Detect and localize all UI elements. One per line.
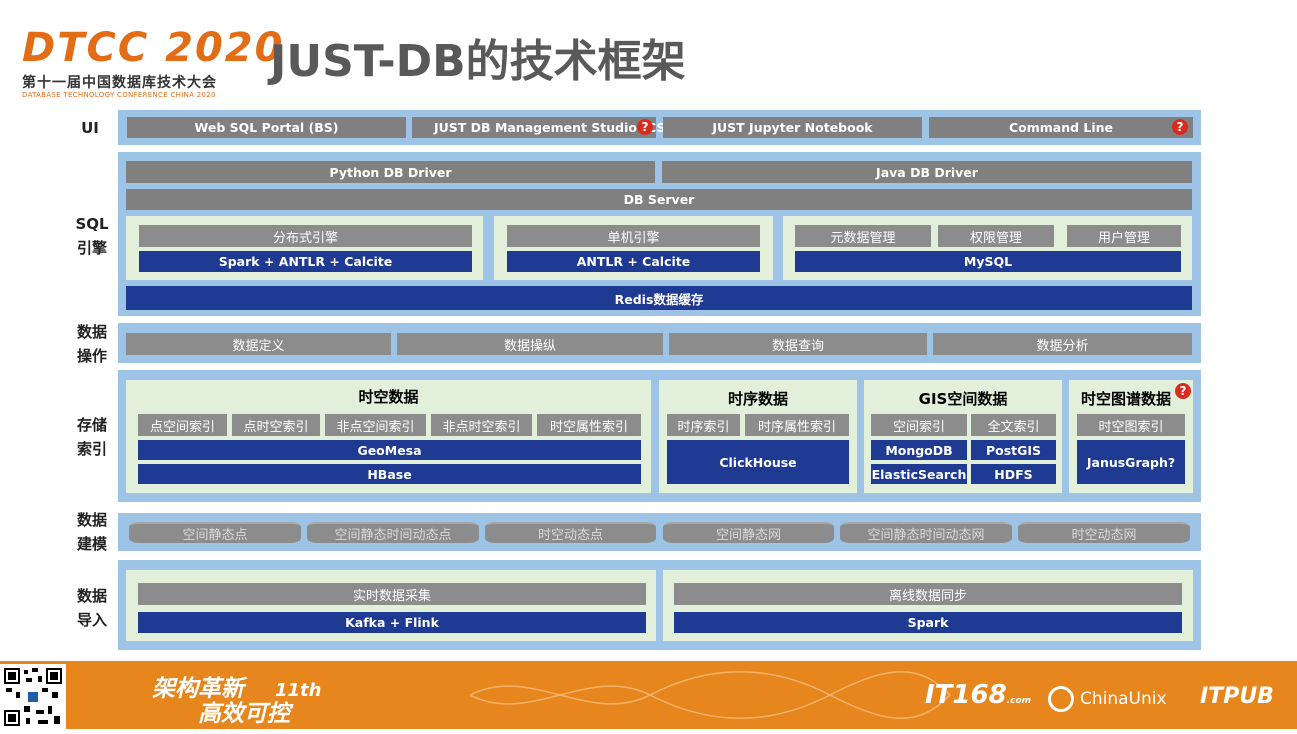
model-spatial-static-network: 空间静态网 (663, 522, 834, 543)
row-label-ui: UI (81, 119, 99, 137)
row-label-storage: 存储 索引 (76, 416, 107, 458)
slogan-line1: 架构革新 (152, 676, 244, 702)
permission-management: 权限管理 (938, 225, 1054, 247)
distributed-engine: 分布式引擎 (139, 225, 472, 247)
data-definition: 数据定义 (126, 333, 391, 355)
realtime-data-collection: 实时数据采集 (138, 583, 646, 605)
offline-data-sync: 离线数据同步 (674, 583, 1182, 605)
elasticsearch: ElasticSearch (871, 464, 967, 484)
user-management: 用户管理 (1067, 225, 1181, 247)
java-db-driver: Java DB Driver (662, 161, 1192, 183)
standalone-engine-tech: ANTLR + Calcite (507, 251, 760, 272)
nonpoint-spatiotemporal-index: 非点时空索引 (431, 414, 532, 436)
qr-code-icon (0, 664, 66, 729)
row-label-modeling: 数据 建模 (76, 511, 107, 553)
clickhouse: ClickHouse (667, 440, 849, 484)
slogan-edition: 11th (275, 680, 322, 701)
python-db-driver: Python DB Driver (126, 161, 655, 183)
timeseries-data-title: 时序数据 (727, 390, 788, 408)
mongodb: MongoDB (871, 440, 967, 460)
graph-data-title: 时空图谱数据 (1080, 390, 1171, 408)
ui-jupyter-notebook: JUST Jupyter Notebook (663, 117, 922, 138)
spark-import: Spark (674, 612, 1182, 633)
janusgraph: JanusGraph? (1077, 440, 1185, 484)
timeseries-attribute-index: 时序属性索引 (745, 414, 849, 436)
fulltext-index: 全文索引 (971, 414, 1056, 436)
postgis: PostGIS (971, 440, 1056, 460)
ui-management-studio: JUST DB Management Studio (CS) (412, 117, 671, 138)
model-spatiotemporal-dynamic-network: 时空动态网 (1018, 522, 1190, 543)
spatiotemporal-attribute-index: 时空属性索引 (537, 414, 641, 436)
model-spatial-static-temporal-dynamic-network: 空间静态时间动态网 (840, 522, 1012, 543)
question-icon: ? (1172, 119, 1188, 135)
row-label-sql: SQL 引擎 (75, 215, 109, 257)
redis-cache: Redis数据缓存 (126, 286, 1192, 310)
metadata-management: 元数据管理 (795, 225, 931, 247)
distributed-engine-tech: Spark + ANTLR + Calcite (139, 251, 472, 272)
itpub-logo: ITPUB (1200, 684, 1274, 709)
it168-logo: IT168.com (925, 680, 1032, 710)
hdfs: HDFS (971, 464, 1056, 484)
data-query: 数据查询 (669, 333, 927, 355)
logo-subtitle: 第十一届中国数据库技术大会 (22, 75, 217, 91)
row-label-import: 数据 导入 (76, 587, 107, 629)
spatiotemporal-graph-index: 时空图索引 (1077, 414, 1185, 436)
spatiotemporal-data-title: 时空数据 (358, 388, 419, 406)
nonpoint-spatial-index: 非点空间索引 (325, 414, 426, 436)
timeseries-index: 时序索引 (667, 414, 740, 436)
chinaunix-logo-icon (1048, 686, 1074, 712)
dna-decoration-icon (470, 671, 950, 719)
slogan-line2: 高效可控 (198, 701, 290, 727)
question-icon: ? (1175, 383, 1191, 399)
model-spatiotemporal-dynamic-point: 时空动态点 (485, 522, 656, 543)
gis-data-title: GIS空间数据 (918, 390, 1008, 408)
row-label-dataop: 数据 操作 (76, 323, 107, 365)
spatial-index: 空间索引 (871, 414, 967, 436)
model-spatial-static-point: 空间静态点 (129, 522, 301, 543)
question-icon: ? (637, 119, 653, 135)
chinaunix-logo: ChinaUnix (1080, 689, 1167, 709)
page-title: JUST-DB的技术框架 (270, 36, 686, 87)
model-spatial-static-temporal-dynamic-point: 空间静态时间动态点 (307, 522, 479, 543)
point-spatiotemporal-index: 点时空索引 (232, 414, 320, 436)
data-manipulation: 数据操纵 (397, 333, 663, 355)
geomesa: GeoMesa (138, 440, 641, 460)
mysql: MySQL (795, 251, 1181, 272)
standalone-engine: 单机引擎 (507, 225, 760, 247)
ui-command-line: Command Line (929, 117, 1193, 138)
kafka-flink: Kafka + Flink (138, 612, 646, 633)
point-spatial-index: 点空间索引 (138, 414, 227, 436)
data-analysis: 数据分析 (933, 333, 1192, 355)
dtcc-logo: DTCC 2020 (22, 25, 285, 71)
ui-web-sql-portal: Web SQL Portal (BS) (127, 117, 406, 138)
hbase: HBase (138, 464, 641, 484)
logo-english: DATABASE TECHNOLOGY CONFERENCE CHINA 202… (22, 91, 216, 99)
db-server: DB Server (126, 189, 1192, 210)
